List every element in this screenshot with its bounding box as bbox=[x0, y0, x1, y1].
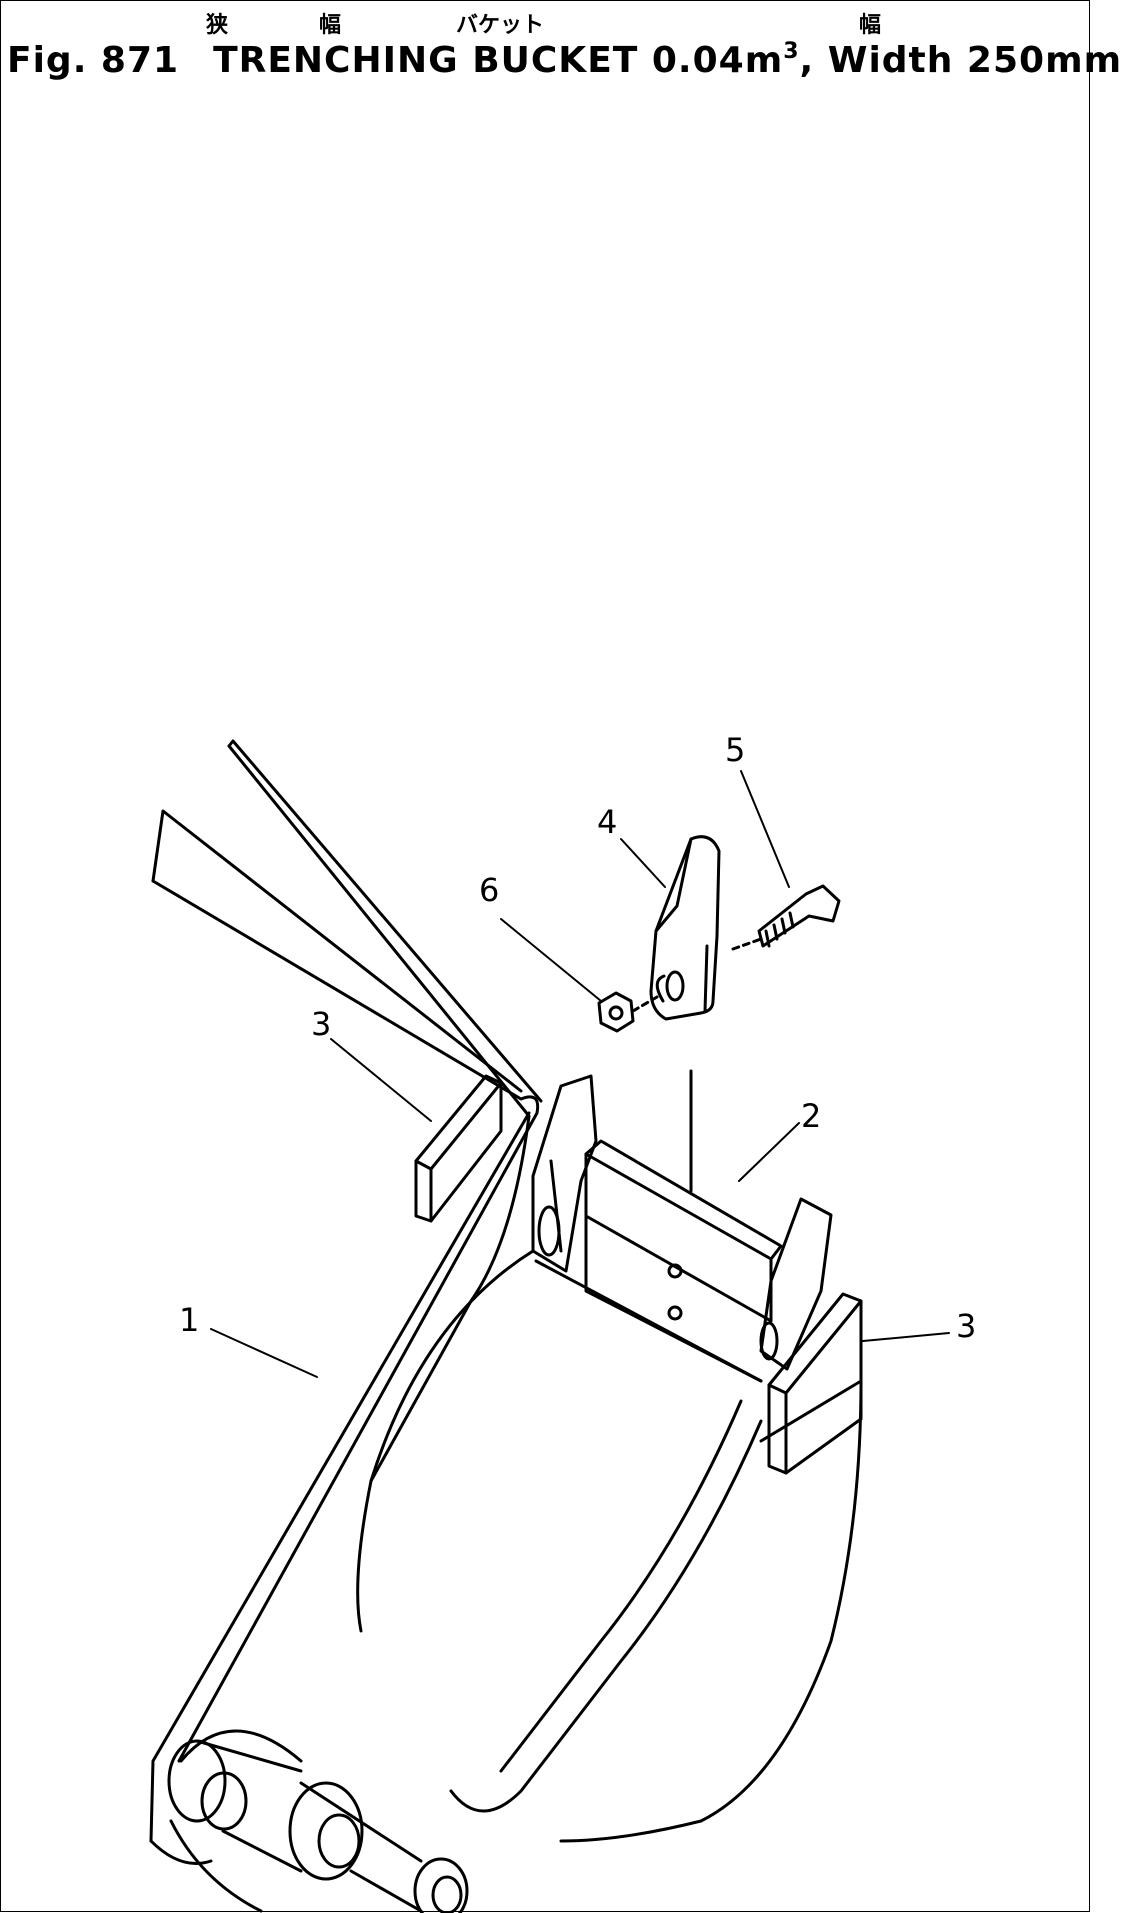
title-main: TRENCHING BUCKET 0.04m bbox=[213, 40, 784, 81]
tooth bbox=[649, 835, 721, 1021]
title-tail: , Width 250mm bbox=[799, 40, 1122, 81]
figure-label: Fig. 871 bbox=[7, 40, 180, 81]
callout-1: 1 bbox=[179, 1301, 199, 1339]
tooth-adapter-left bbox=[531, 1074, 598, 1273]
assembly-line-bolt bbox=[731, 937, 763, 951]
jp-annotation-bucket: バケット bbox=[456, 13, 545, 38]
side-cutter-right bbox=[767, 1292, 863, 1475]
side-cutter-left bbox=[414, 1074, 503, 1223]
jp-annotation-width-2: 幅 bbox=[859, 13, 882, 38]
bucket-body bbox=[149, 739, 863, 1913]
assembly-line-nut bbox=[631, 995, 659, 1013]
figure-title: Fig. 871 TRENCHING BUCKET 0.04m3, Width 2… bbox=[7, 39, 1122, 81]
bolt bbox=[757, 884, 841, 948]
callout-2: 2 bbox=[801, 1097, 821, 1135]
callout-5: 5 bbox=[725, 731, 745, 769]
jp-annotation-narrow: 狭 bbox=[206, 13, 229, 38]
callout-3-left: 3 bbox=[311, 1005, 331, 1043]
callout-4: 4 bbox=[597, 803, 617, 841]
cross-plate bbox=[584, 1139, 783, 1383]
title-superscript: 3 bbox=[783, 39, 800, 64]
callout-3-right: 3 bbox=[956, 1307, 976, 1345]
jp-annotation-width: 幅 bbox=[319, 13, 342, 38]
nut bbox=[597, 991, 635, 1033]
tooth-adapter-right bbox=[759, 1197, 833, 1371]
bucket-exploded-drawing: 1 2 3 3 4 5 6 bbox=[149, 731, 976, 1913]
leader-lines bbox=[210, 770, 950, 1378]
callout-6: 6 bbox=[479, 871, 499, 909]
